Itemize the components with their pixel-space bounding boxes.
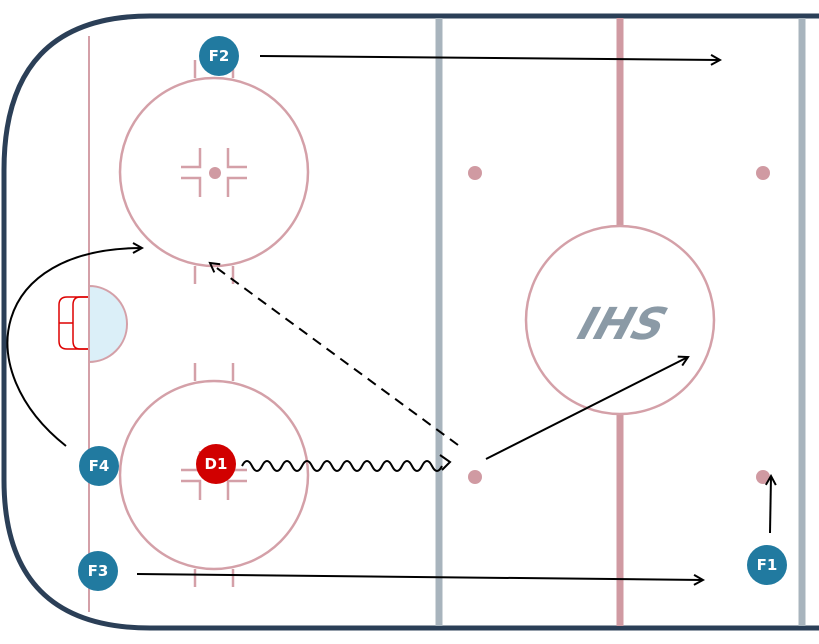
f2-skate-path bbox=[259, 56, 720, 60]
f4-skate-path bbox=[6, 248, 142, 447]
d1-puck-carry-path bbox=[241, 460, 443, 472]
f1-skate-path bbox=[770, 476, 771, 534]
pass-path bbox=[210, 263, 459, 446]
faceoff-dot bbox=[209, 167, 221, 179]
faceoff-dot bbox=[468, 470, 482, 484]
faceoff-dot bbox=[756, 166, 770, 180]
player-f1[interactable]: F1 bbox=[747, 545, 787, 585]
skate-to-center-path bbox=[485, 357, 688, 460]
drill-paths bbox=[6, 56, 771, 580]
faceoff-dot bbox=[756, 470, 770, 484]
goal-net bbox=[58, 296, 88, 350]
ihs-logo: IHS bbox=[572, 298, 674, 350]
player-d1[interactable]: D1 bbox=[196, 444, 236, 484]
svg-text:D1: D1 bbox=[205, 455, 228, 473]
goal-crease bbox=[88, 284, 128, 364]
svg-text:F4: F4 bbox=[89, 457, 110, 475]
svg-text:F1: F1 bbox=[757, 556, 778, 574]
svg-text:F2: F2 bbox=[209, 47, 230, 65]
player-f2[interactable]: F2 bbox=[199, 36, 239, 76]
d1-carry-arrowhead bbox=[439, 454, 452, 471]
f3-skate-path bbox=[136, 573, 703, 580]
player-f4[interactable]: F4 bbox=[79, 446, 119, 486]
faceoff-dot bbox=[468, 166, 482, 180]
svg-text:F3: F3 bbox=[88, 562, 109, 580]
player-f3[interactable]: F3 bbox=[78, 551, 118, 591]
